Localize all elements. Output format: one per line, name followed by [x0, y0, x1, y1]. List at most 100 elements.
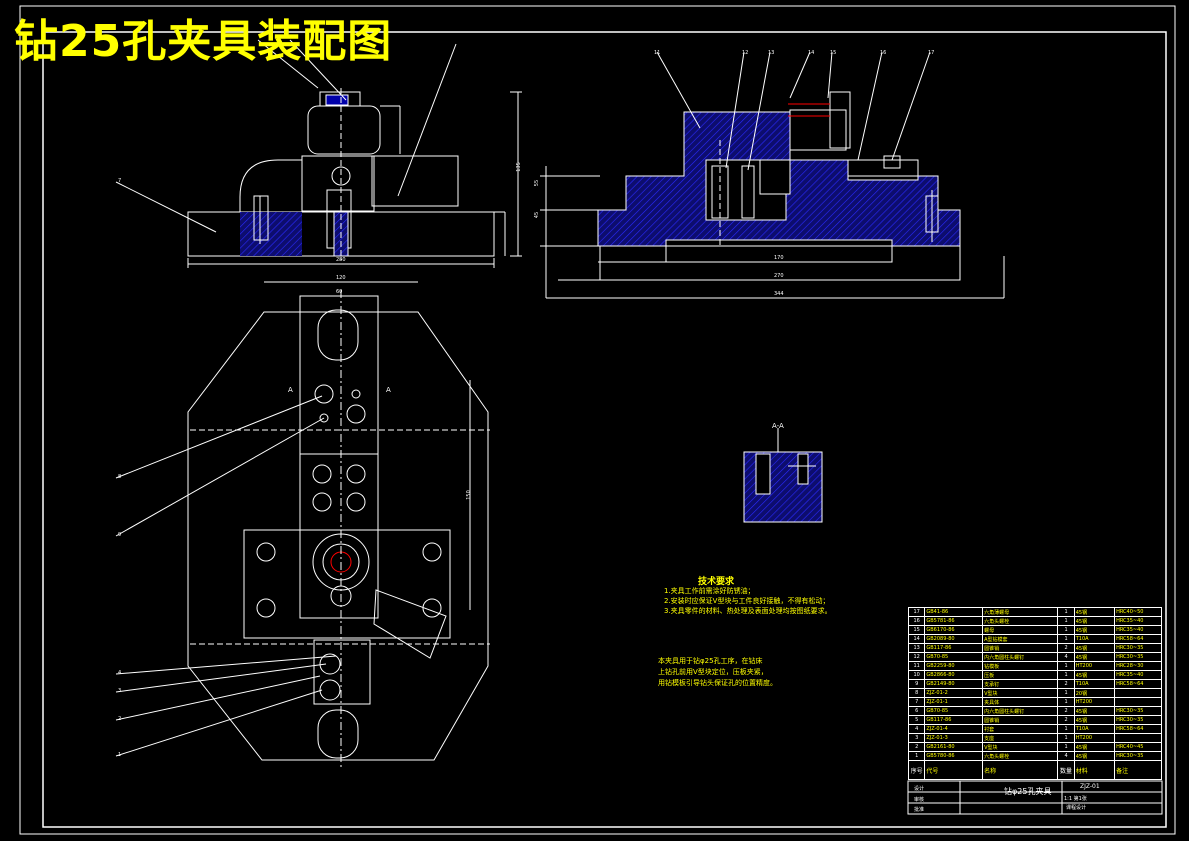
bom-cell: 45钢 [1073, 670, 1116, 680]
bom-cell: GB6170-86 [924, 625, 984, 635]
bom-cell: V型块 [982, 742, 1059, 752]
bom-cell: HRC58~64 [1114, 679, 1162, 689]
bom-cell: 20钢 [1073, 688, 1116, 698]
bom-cell: GB2259-80 [924, 661, 984, 671]
title-block-school: 课程设计 [1066, 805, 1087, 811]
bom-cell: 内六角圆柱头螺钉 [982, 652, 1059, 662]
bom-cell: 45钢 [1073, 625, 1116, 635]
bom-cell: GB117-86 [924, 715, 984, 725]
callout-1: 1 [118, 752, 122, 758]
bom-cell: GB2149-80 [924, 679, 984, 689]
bom-cell: HRC40~50 [1114, 607, 1162, 617]
bom-cell: 2 [1057, 715, 1075, 725]
note-line: 上钻孔前用V型块定位，压板夹紧， [658, 668, 768, 676]
bom-cell: HT200 [1073, 661, 1116, 671]
bom-cell: HRC58~64 [1114, 724, 1162, 734]
dim-top-w1: 120 [336, 275, 346, 281]
callout-8: 8 [118, 474, 122, 480]
callout-17: 17 [928, 50, 935, 56]
callout-16: 16 [880, 50, 887, 56]
bom-header-cell: 序号 [907, 760, 926, 780]
callout-7: 7 [118, 178, 122, 184]
bom-cell: 圆锥销 [982, 715, 1059, 725]
dim-top-w2: 60 [336, 289, 343, 295]
bom-cell: 1 [1057, 607, 1075, 617]
bom-cell: 7 [907, 697, 926, 707]
section-mark-right: A [386, 386, 391, 394]
bom-cell: HRC30~35 [1114, 706, 1162, 716]
bom-cell: HT200 [1073, 733, 1116, 743]
inner-frame [42, 31, 1167, 828]
bom-cell: 支座 [982, 733, 1059, 743]
bom-cell: GB5781-86 [924, 616, 984, 626]
section-label: A-A [772, 422, 784, 430]
bom-cell: 1 [1057, 733, 1075, 743]
outer-frame [19, 5, 1176, 835]
drawing-title: 钻25孔夹具装配图 [14, 16, 393, 67]
bom-cell: HRC58~64 [1114, 634, 1162, 644]
bom-header-cell: 代号 [924, 760, 984, 780]
bom-cell: V型块 [982, 688, 1059, 698]
title-block-scale: 1:1 第1张 [1064, 795, 1087, 802]
bom-cell: 4 [907, 724, 926, 734]
bom-cell: 1 [907, 751, 926, 761]
bom-cell: 4 [1057, 751, 1075, 761]
bom-cell: 45钢 [1073, 643, 1116, 653]
title-block-check: 审核 [914, 797, 925, 803]
bom-cell: T10A [1073, 634, 1116, 644]
bom-cell: 3 [907, 733, 926, 743]
bom-cell: A型钻模套 [982, 634, 1059, 644]
title-block-part-name: 钻φ25孔夹具 [1004, 787, 1052, 796]
tech-requirement-1: 1.夹具工作前需涂好防锈油； [664, 587, 755, 595]
top-view [115, 281, 490, 770]
callout-13: 13 [768, 50, 775, 56]
bom-cell: GB2161-80 [924, 742, 984, 752]
bom-cell: ZJZ-01-2 [924, 688, 984, 698]
bom-cell: GB41-86 [924, 607, 984, 617]
bom-cell: HRC30~35 [1114, 751, 1162, 761]
bom-cell: 17 [907, 607, 926, 617]
bom-cell: 11 [907, 661, 926, 671]
section-mark-left: A [288, 386, 293, 394]
bom-header-row: 序号代号名称数量材料备注 [907, 760, 1162, 780]
bom-cell: HT200 [1073, 697, 1116, 707]
bom-cell: HRC35~40 [1114, 616, 1162, 626]
bom-cell: 15 [907, 625, 926, 635]
bom-header-cell: 数量 [1057, 760, 1075, 780]
bom-cell: 13 [907, 643, 926, 653]
tech-requirement-3: 3.夹具零件的材料、热处理及表面处理均按图纸要求。 [664, 607, 832, 615]
bom-cell [1114, 688, 1162, 698]
note-line: 用钻模板引导钻头保证孔的位置精度。 [658, 679, 777, 687]
bom-cell: 六角头螺栓 [982, 616, 1059, 626]
bom-cell: 45钢 [1073, 706, 1116, 716]
bom-cell: 1 [1057, 616, 1075, 626]
tech-requirements-title: 技术要求 [698, 577, 735, 587]
bom-cell: HRC28~30 [1114, 661, 1162, 671]
bom-cell: ZJZ-01-1 [924, 697, 984, 707]
dim-right-inner: 170 [774, 255, 784, 261]
dim-front-width: 280 [336, 257, 346, 263]
bom-cell: 5 [907, 715, 926, 725]
bom-cell: 1 [1057, 670, 1075, 680]
bom-cell: 六角头螺栓 [982, 751, 1059, 761]
sheet-value: 第1张 [1073, 796, 1087, 802]
bom-cell: 2 [1057, 679, 1075, 689]
bom-cell: 45钢 [1073, 607, 1116, 617]
bom-cell: 1 [1057, 742, 1075, 752]
bom-cell: HRC35~40 [1114, 625, 1162, 635]
callout-9: 9 [118, 532, 122, 538]
bom-cell: 9 [907, 679, 926, 689]
dim-right-h2: 45 [534, 211, 541, 219]
bom-cell: 1 [1057, 688, 1075, 698]
callout-3: 3 [118, 688, 122, 694]
bom-cell: ZJZ-01-4 [924, 724, 984, 734]
bom-cell: 16 [907, 616, 926, 626]
